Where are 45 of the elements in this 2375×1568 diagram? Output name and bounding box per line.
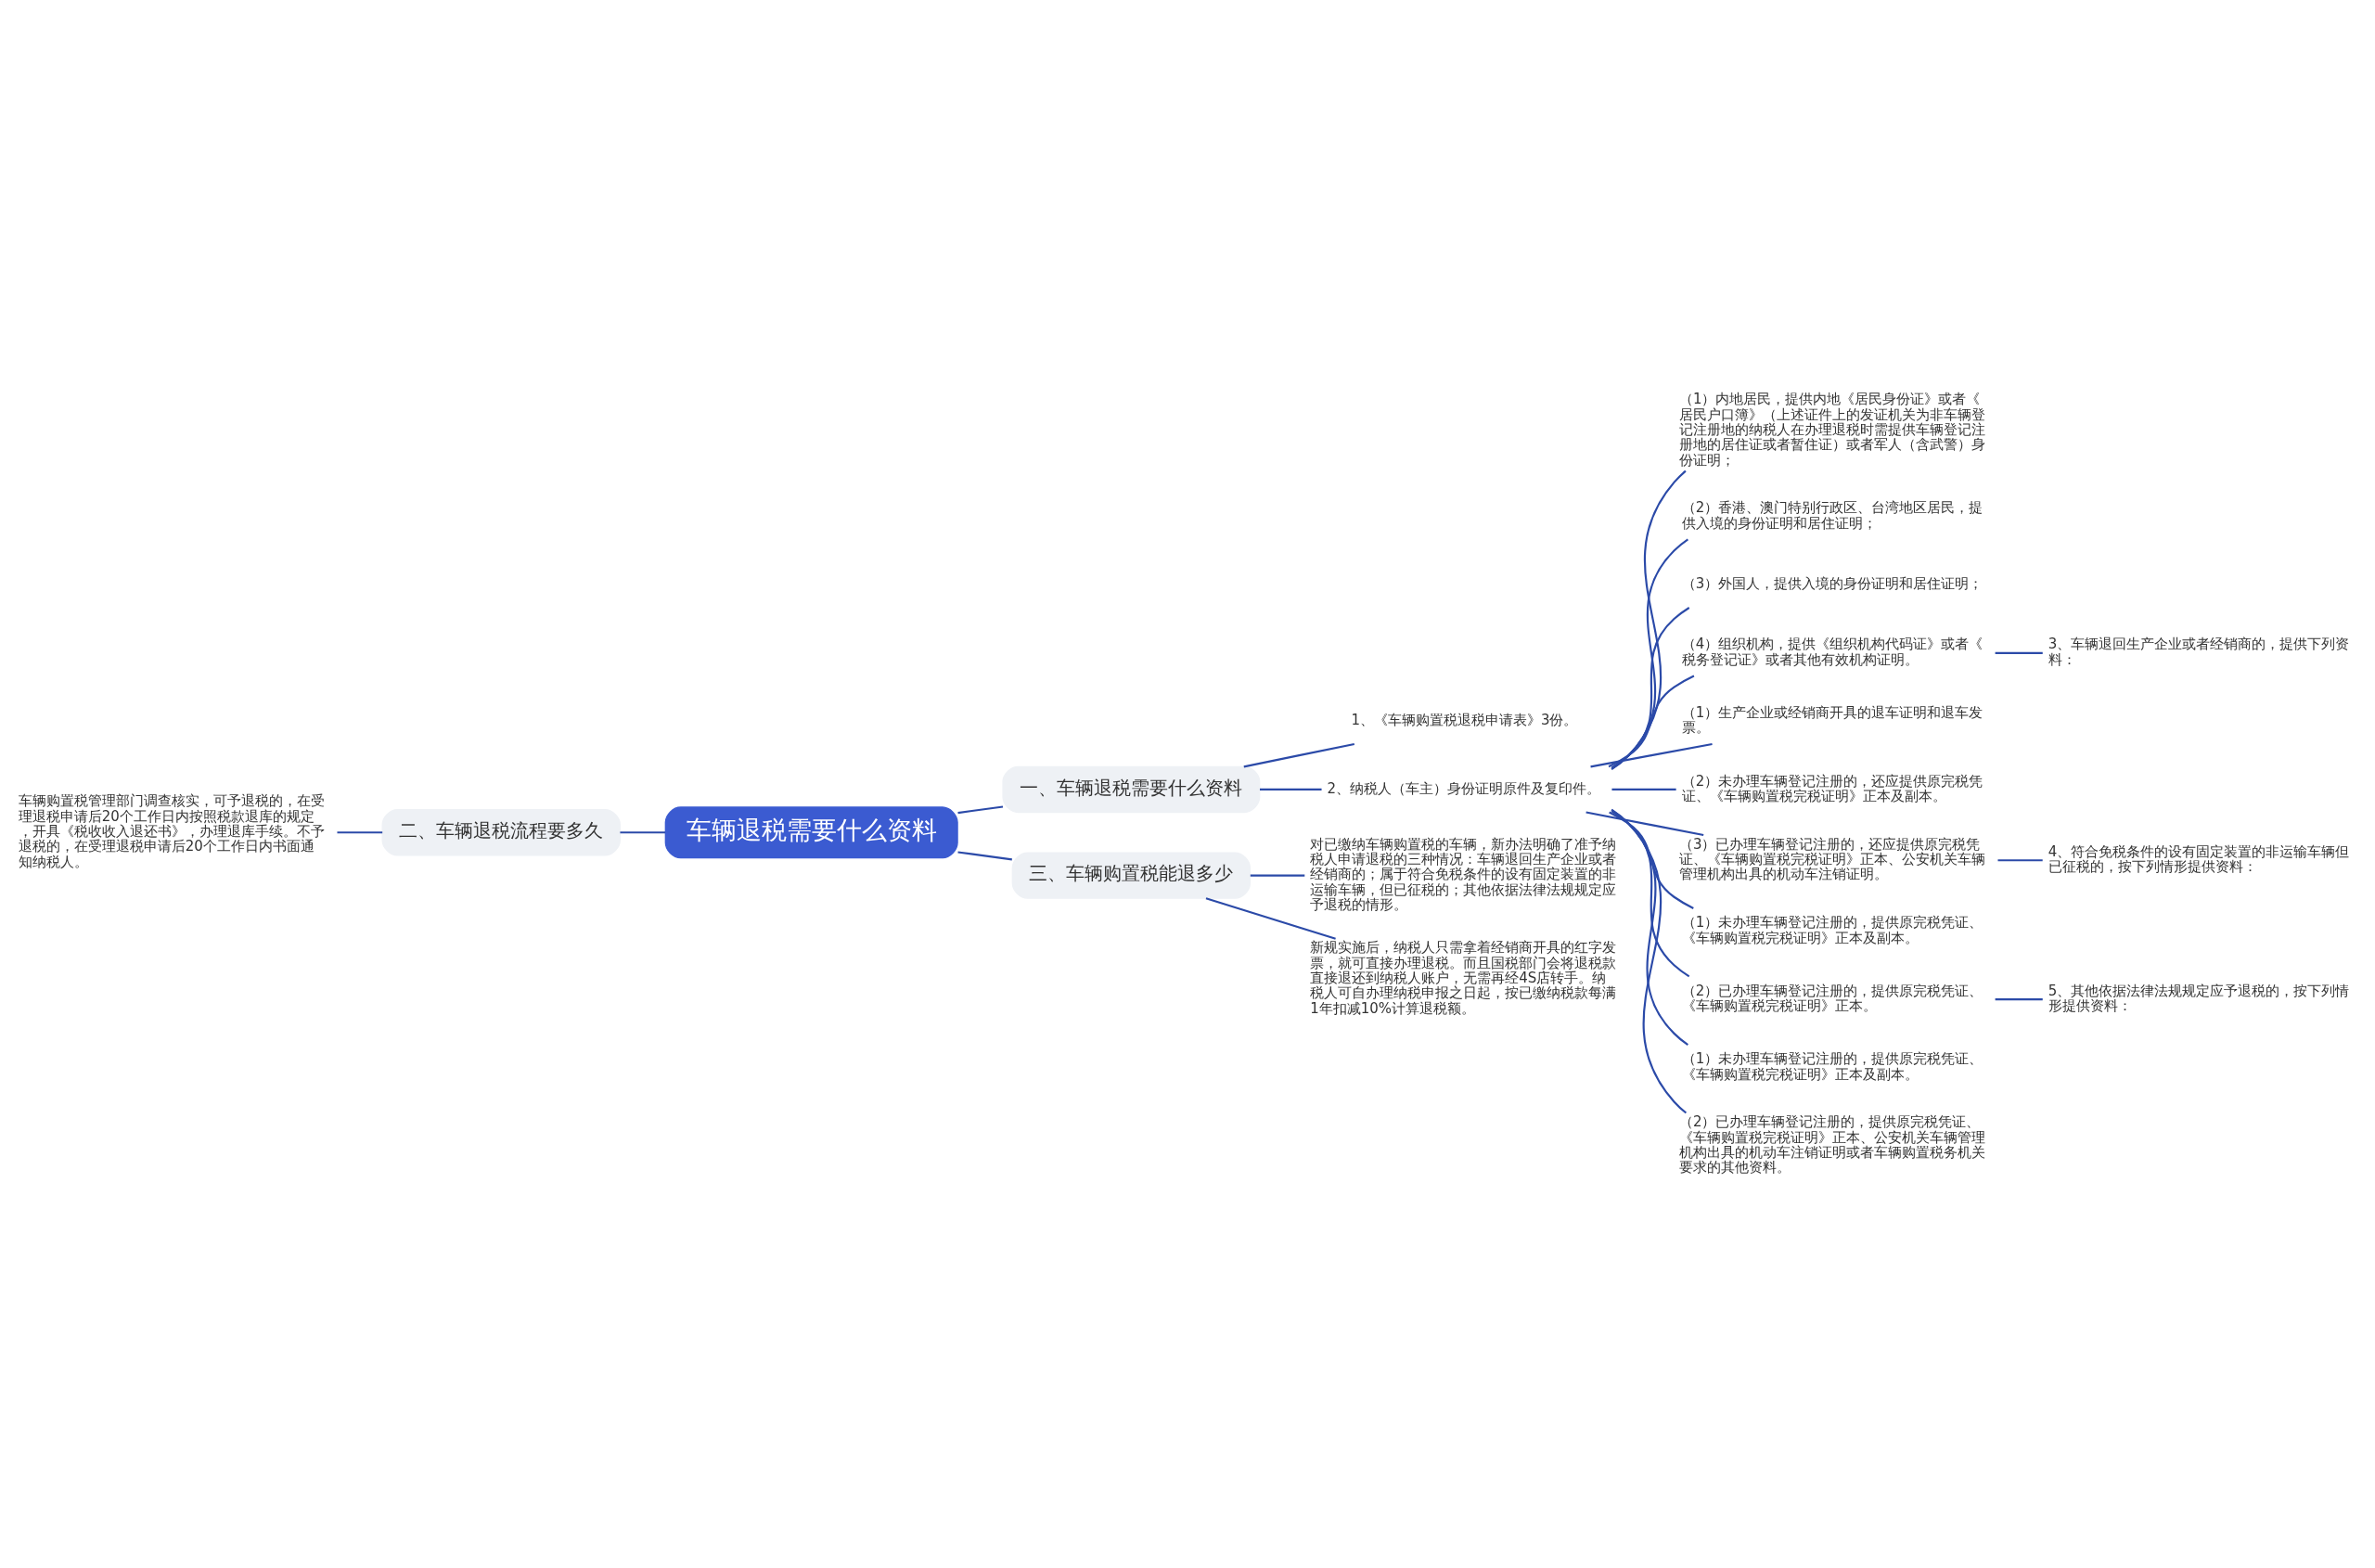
node-box: 车辆退税需要什么资料	[664, 805, 958, 858]
connector	[1611, 808, 1688, 1113]
connector	[1995, 651, 2043, 654]
node-text: 对已缴纳车辆购置税的车辆，新办法明确了准予纳税人申请退税的三种情况：车辆退回生产企业或者经销商的；属于符合免税条件的设有固定装置的非运输车辆，但已征税的；其他依据法律法规规定应予退税的情形。	[1310, 835, 1617, 913]
node-box: 二、车辆退税流程要多久	[381, 808, 621, 855]
node-text: （4）组织机构，提供《组织机构代码证》或者《税务登记证》或者其他有效机构证明。	[1681, 635, 1983, 668]
connector	[1611, 606, 1690, 768]
node-text: 5、其他依据法律法规规定应予退税的，按下列情形提供资料：	[2048, 982, 2350, 1014]
connector	[1205, 896, 1336, 940]
node-text: （1）生产企业或经销商开具的退车证明和退车发票。	[1681, 703, 1983, 736]
node-text: （2）已办理车辆登记注册的，提供原完税凭证、《车辆购置税完税证明》正本。	[1681, 982, 1983, 1014]
connector	[1997, 858, 2043, 861]
connector	[337, 830, 383, 833]
connector	[1609, 811, 1694, 909]
node-text: 4、符合免税条件的设有固定装置的非运输车辆但已征税的，按下列情形提供资料：	[2048, 842, 2350, 875]
connector	[1243, 742, 1354, 767]
node-text: （3）已办理车辆登记注册的，还应提供原完税凭证、《车辆购置税完税证明》正本、公安机关车辆管理机构出具的机动车注销证明。	[1678, 835, 1985, 882]
connector	[1611, 810, 1690, 977]
connector	[620, 830, 666, 833]
node-text: （2）未办理车辆登记注册的，还应提供原完税凭证、《车辆购置税完税证明》正本及副本。	[1681, 772, 1983, 804]
connector	[1260, 788, 1322, 790]
node-box: 一、车辆退税需要什么资料	[1002, 765, 1261, 813]
connector	[957, 850, 1012, 860]
node-text: （1）未办理车辆登记注册的，提供原完税凭证、《车辆购置税完税证明》正本及副本。	[1681, 913, 1983, 946]
node-text: （1）未办理车辆登记注册的，提供原完税凭证、《车辆购置税完税证明》正本及副本。	[1681, 1049, 1983, 1083]
connector	[1611, 537, 1688, 769]
node-text: （1）内地居民，提供内地《居民身份证》或者《居民户口簿》（上述证件上的发证机关为非车辆登记注册地的纳税人在办理退税时需提供车辆登记注册地的居住证或者暂住证）或者军人（含武警）身份证明；	[1678, 390, 1985, 469]
connector	[1608, 675, 1695, 767]
node-text: 2、纳税人（车主）身份证明原件及复印件。	[1327, 779, 1601, 797]
node-text: （2）香港、澳门特别行政区、台湾地区居民，提供入境的身份证明和居住证明；	[1681, 498, 1983, 532]
connector	[1611, 808, 1688, 1046]
connector	[1250, 874, 1305, 877]
node-text: 新规实施后，纳税人只需拿着经销商开具的红字发票，就可直接办理退税。而且国税部门会将退税款直接退还到纳税人账户，无需再经4S店转手。纳税人可自办理纳税申报之日起，按已缴纳税款每满1年扣减10%计算退税额。	[1310, 938, 1617, 1017]
node-text: （2）已办理车辆登记注册的，提供原完税凭证、《车辆购置税完税证明》正本、公安机关车辆管理机构出具的机动车注销证明或者车辆购置税务机关要求的其他资料。	[1678, 1112, 1985, 1176]
node-text: 1、《车辆购置税退税申请表》3份。	[1351, 711, 1578, 728]
connector	[957, 804, 1004, 814]
connector	[1585, 810, 1704, 836]
node-text: 3、车辆退回生产企业或者经销商的，提供下列资料：	[2048, 635, 2350, 668]
node-text: 车辆购置税管理部门调查核实，可予退税的，在受理退税申请后20个工作日内按照税款退库的规定，开具《税收收入退还书》，办理退库手续。不予退税的，在受理退税申请后20个工作日内书面通知纳税人。	[18, 791, 325, 870]
connector	[1611, 788, 1676, 790]
node-box: 三、车辆购置税能退多少	[1011, 851, 1252, 899]
node-text: （3）外国人，提供入境的身份证明和居住证明；	[1681, 574, 1983, 592]
connector	[1611, 469, 1687, 770]
connector	[1995, 997, 2043, 1000]
connector	[1590, 742, 1713, 767]
